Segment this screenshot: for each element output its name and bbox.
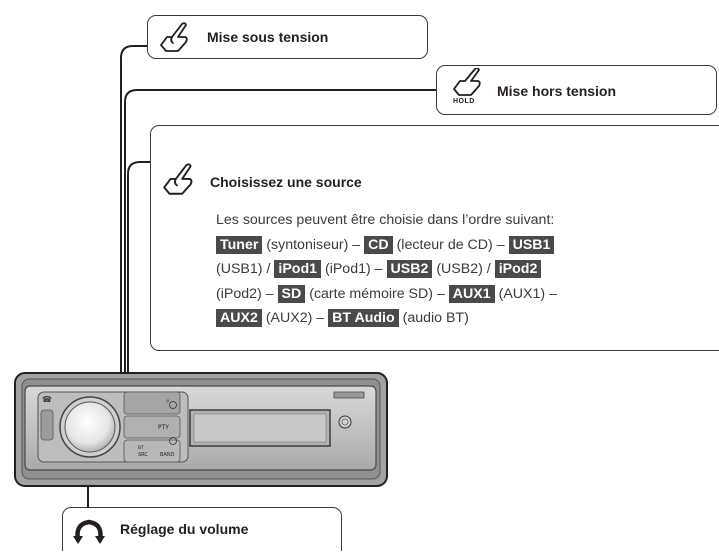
source-line-4: AUX2 (AUX2) – BT Audio (audio BT)	[216, 306, 676, 331]
leader-power-off	[124, 89, 436, 380]
separator: –	[316, 310, 325, 326]
svg-text:☎: ☎	[42, 395, 52, 404]
up-button	[169, 401, 177, 409]
pty-label: PTY	[158, 424, 169, 431]
source-badge-aux2: AUX2	[216, 309, 262, 327]
source-badge-usb1: USB1	[508, 235, 555, 254]
volume-callout: Réglage du volume	[62, 507, 342, 551]
source-badge-bt-audio: BT Audio	[328, 309, 399, 327]
separator: /	[266, 261, 271, 277]
source-badge-tuner: Tuner	[216, 235, 263, 254]
source-desc-ipod1: (iPod1)	[324, 261, 371, 277]
svg-text:⌕: ⌕	[166, 397, 170, 405]
separator: –	[352, 236, 361, 253]
separator: –	[436, 285, 445, 302]
source-desc-usb2: (USB2)	[436, 261, 483, 277]
power-off-callout: HOLD Mise hors tension	[436, 65, 717, 115]
rotate-dial-icon	[73, 519, 105, 544]
source-intro: Les sources peuvent être choisie dans l’…	[216, 212, 555, 228]
down-button	[169, 437, 177, 445]
source-line-3: (iPod2) – SD (carte mémoire SD) – AUX1 (…	[216, 282, 676, 307]
source-badge-aux1: AUX1	[448, 284, 495, 303]
car-stereo-head-unit: ☎ PTY SRC BAND BT ⌕	[14, 372, 388, 487]
detach-button	[338, 415, 352, 429]
source-badge-sd: SD	[277, 284, 306, 303]
source-badge-usb2: USB2	[386, 260, 433, 278]
source-desc-bt-audio: (audio BT)	[402, 310, 469, 326]
separator: /	[486, 261, 491, 277]
hand-press-icon	[163, 163, 193, 195]
power-on-title: Mise sous tension	[207, 29, 329, 45]
source-title: Choisissez une source	[210, 174, 362, 190]
volume-knob	[64, 401, 116, 453]
source-badge-cd: CD	[364, 235, 393, 254]
source-description: Les sources peuvent être choisie dans l’…	[216, 208, 676, 331]
source-desc-usb1: (USB1)	[216, 261, 263, 277]
power-off-title: Mise hors tension	[497, 83, 617, 99]
hand-hold-icon	[453, 68, 481, 96]
source-line-2: (USB1) / iPod1 (iPod1) – USB2 (USB2) / i…	[216, 257, 676, 282]
source-desc-tuner: (syntoniseur)	[266, 236, 349, 253]
src-label: SRC	[138, 452, 148, 458]
source-desc-aux1: (AUX1)	[498, 285, 546, 302]
separator: –	[265, 285, 274, 302]
source-desc-aux2: (AUX2)	[265, 310, 313, 326]
source-desc-sd: (carte mémoire SD)	[309, 285, 433, 302]
leader-power-on	[120, 45, 147, 380]
hold-label: HOLD	[453, 98, 475, 105]
source-badge-ipod1: iPod1	[274, 260, 322, 278]
source-badge-ipod2: iPod2	[494, 260, 542, 278]
separator: –	[549, 285, 557, 302]
power-on-callout: Mise sous tension	[147, 15, 428, 59]
leader-source	[127, 161, 150, 380]
separator: –	[374, 261, 383, 277]
band-label: BAND	[160, 452, 175, 458]
volume-title: Réglage du volume	[120, 521, 249, 537]
bt-label: BT	[138, 445, 144, 451]
hand-press-icon	[160, 22, 188, 52]
source-desc-ipod2: (iPod2)	[216, 285, 262, 302]
source-line-1: Tuner (syntoniseur) – CD (lecteur de CD)…	[216, 233, 676, 258]
source-desc-cd: (lecteur de CD)	[396, 236, 493, 253]
separator: –	[496, 236, 505, 253]
